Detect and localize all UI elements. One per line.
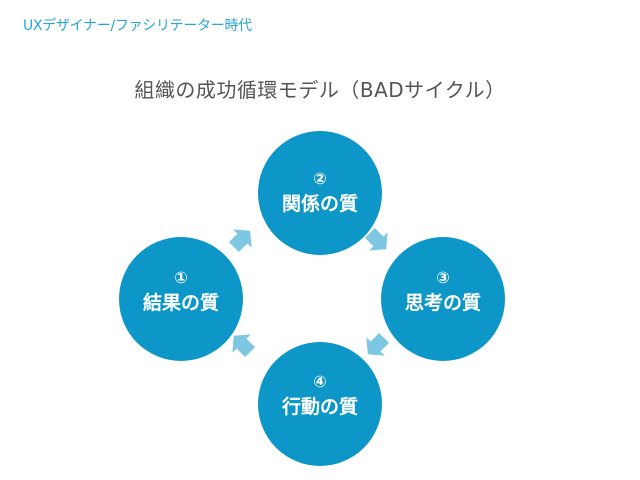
node-relationship: ② 関係の質 bbox=[258, 131, 382, 255]
node-number: ④ bbox=[313, 372, 327, 391]
node-thinking: ③ 思考の質 bbox=[381, 237, 505, 361]
arrow-action-to-result bbox=[232, 334, 256, 358]
arrow-relationship-to-thinking bbox=[364, 227, 388, 251]
node-label: 結果の質 bbox=[143, 291, 219, 314]
arrow-thinking-to-action bbox=[366, 332, 390, 356]
node-label: 思考の質 bbox=[405, 291, 481, 314]
diagram-title: 組織の成功循環モデル（BADサイクル） bbox=[134, 78, 506, 102]
node-action: ④ 行動の質 bbox=[258, 342, 382, 466]
node-result: ① 結果の質 bbox=[119, 237, 243, 361]
node-number: ② bbox=[313, 169, 327, 188]
header-text: UXデザイナー/ファシリテーター時代 bbox=[23, 18, 252, 34]
node-label: 行動の質 bbox=[281, 395, 358, 418]
node-label: 関係の質 bbox=[282, 192, 358, 215]
node-number: ③ bbox=[436, 268, 450, 287]
arrow-result-to-relationship bbox=[228, 229, 252, 253]
node-number: ① bbox=[174, 268, 188, 287]
